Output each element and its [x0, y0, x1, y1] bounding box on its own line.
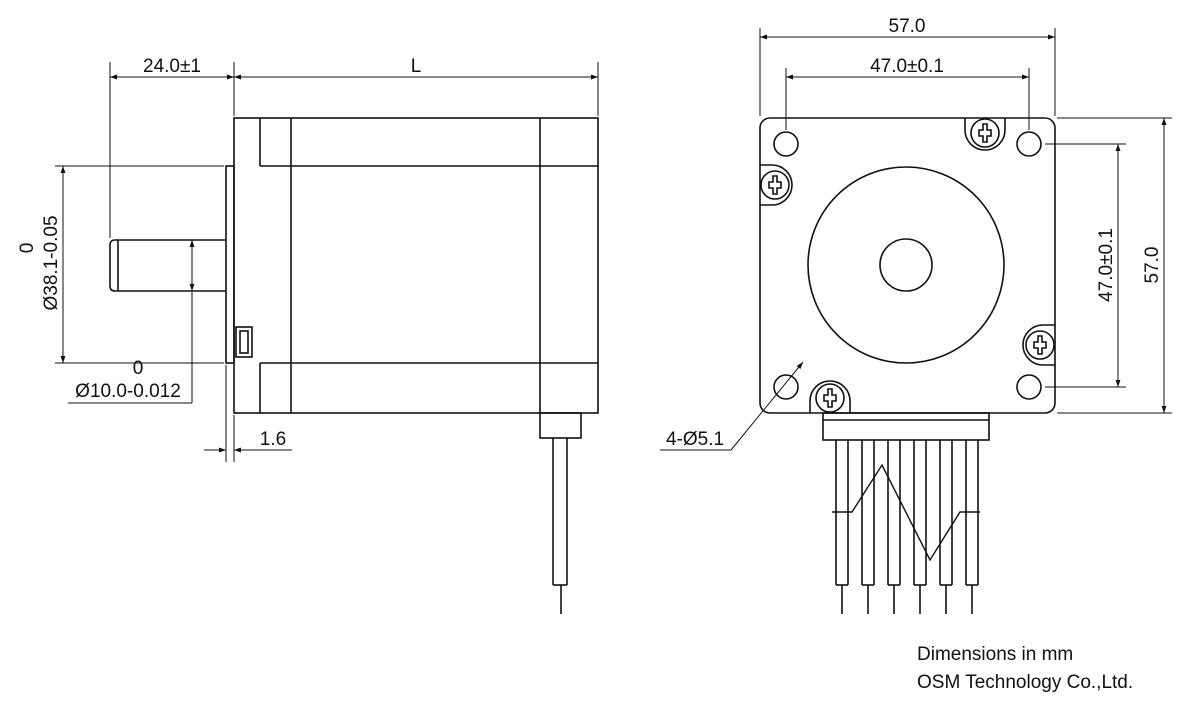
company-name: OSM Technology Co.,Ltd. — [917, 672, 1134, 693]
front-view-labels: 57.0 47.0±0.1 47.0±0.1 57.0 4-Ø5.1 — [666, 16, 1163, 450]
screw-right — [1022, 324, 1055, 366]
side-view-labels: 24.0±1 L 0 Ø38.1-0.05 0 Ø10.0-0.012 1.6 — [17, 56, 421, 450]
motor-body-outline — [233, 117, 599, 414]
shaft-tolerance-upper: 0 — [133, 358, 144, 379]
wire-connector — [822, 412, 990, 441]
side-connector-inner — [239, 330, 249, 354]
units-note: Dimensions in mm — [917, 644, 1074, 665]
mount-hole-bottom-right — [1016, 374, 1042, 400]
shaft — [109, 239, 226, 292]
pilot-diameter-label: Ø38.1-0.05 — [41, 215, 62, 310]
overall-height-label: 57.0 — [1142, 247, 1163, 284]
screw-left — [760, 164, 793, 206]
overall-width-label: 57.0 — [889, 16, 926, 37]
pilot-ring — [807, 166, 1005, 364]
lead-wires — [835, 440, 979, 614]
mount-hole-top-right — [1016, 131, 1042, 157]
shaft-end — [879, 238, 933, 292]
flange-thickness-label: 1.6 — [260, 429, 286, 450]
shaft-diameter-label: Ø10.0-0.012 — [75, 381, 181, 402]
pilot-tolerance-upper: 0 — [17, 243, 38, 254]
screw-bottom — [809, 380, 851, 413]
side-view — [109, 117, 599, 614]
shaft-length-label: 24.0±1 — [143, 56, 201, 77]
front-view-dimensions — [660, 28, 1172, 451]
front-view — [759, 117, 1056, 614]
side-connector — [235, 326, 253, 358]
body-length-label: L — [411, 56, 422, 77]
mount-hole-top-left — [773, 131, 799, 157]
side-view-dimensions — [55, 62, 599, 462]
mount-holes-label: 4-Ø5.1 — [666, 429, 724, 450]
mount-hole-bottom-left — [773, 374, 799, 400]
wire-break-line — [832, 463, 980, 562]
front-plate — [759, 117, 1056, 414]
hole-spacing-label: 47.0±0.1 — [870, 56, 944, 77]
pilot-boss — [225, 165, 235, 364]
hole-spacing-vertical-label: 47.0±0.1 — [1096, 228, 1117, 302]
cable-exit-boot — [539, 412, 582, 439]
mount-hole-leader — [730, 361, 804, 451]
screw-top — [964, 118, 1006, 151]
